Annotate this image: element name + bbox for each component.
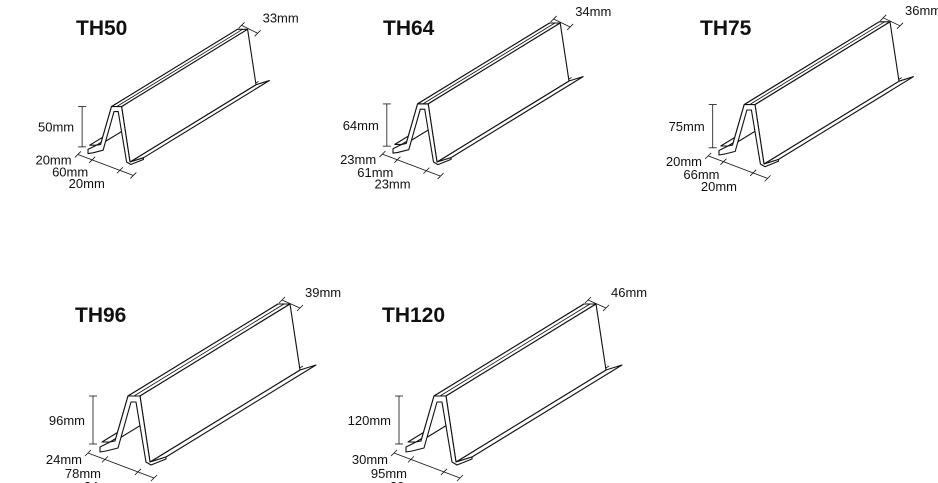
profile-title: TH50 — [76, 17, 127, 40]
flange-a-label: 30mm — [352, 452, 388, 467]
top-width-label: 46mm — [611, 285, 647, 300]
base-width-label: 60mm — [52, 165, 88, 180]
top-width-label: 34mm — [575, 4, 611, 19]
base-width-label: 61mm — [357, 165, 393, 180]
height-label: 96mm — [49, 413, 85, 428]
height-label: 75mm — [669, 119, 705, 134]
top-width-label: 39mm — [305, 285, 341, 300]
profile-title: TH75 — [700, 17, 752, 40]
flange-a-label: 23mm — [340, 152, 376, 167]
flange-a-label: 20mm — [35, 152, 71, 167]
base-width-label: 66mm — [683, 167, 719, 182]
top-width-label: 36mm — [905, 3, 938, 18]
profile-th96: 39mm 96mm 24mm78mm24mm TH96 — [46, 285, 341, 483]
flange-b-label: 23mm — [374, 177, 410, 192]
height-label: 120mm — [348, 413, 391, 428]
base-width-label: 78mm — [65, 466, 101, 481]
flange-a-label: 20mm — [666, 154, 702, 169]
profile-title: TH120 — [382, 304, 445, 327]
top-width-label: 33mm — [263, 10, 299, 25]
flange-a-label: 24mm — [46, 452, 82, 467]
profile-th120: 46mm 120mm 30mm95mm30mm TH120 — [348, 285, 647, 483]
profile-title: TH64 — [383, 17, 435, 40]
flange-b-label: 30mm — [390, 479, 426, 483]
flange-b-label: 24mm — [84, 479, 120, 483]
base-width-label: 95mm — [371, 466, 407, 481]
profile-title: TH96 — [75, 304, 126, 327]
flange-b-label: 20mm — [701, 179, 737, 194]
flange-b-label: 20mm — [69, 176, 105, 191]
height-label: 50mm — [38, 120, 74, 135]
height-label: 64mm — [343, 118, 379, 133]
